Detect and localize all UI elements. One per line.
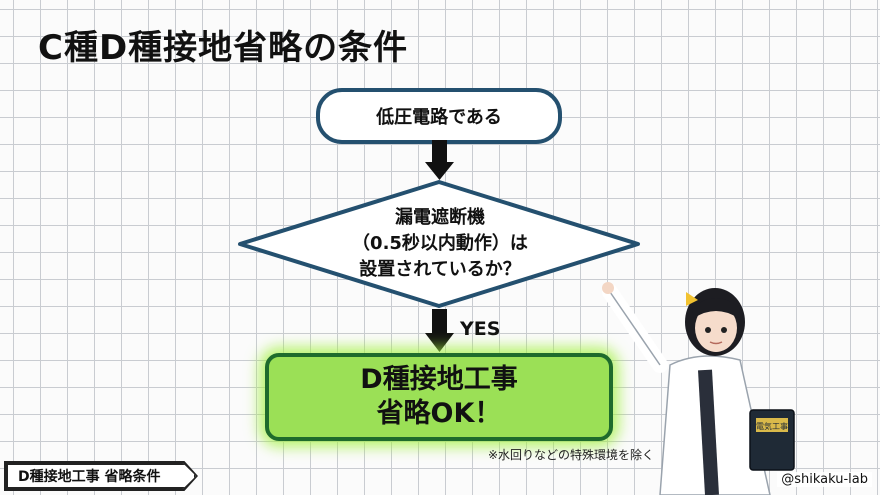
character-hair-ribbon: [686, 292, 698, 306]
result-line-1: D種接地工事: [360, 364, 518, 395]
result-line-2: 省略OK！: [376, 398, 502, 429]
credit-handle: @shikaku-lab: [777, 472, 872, 487]
book-title: 電気工事: [756, 421, 788, 431]
arrow-2-head: [425, 333, 454, 352]
decision-text: 漏電遮断機 （0.5秒以内動作）は 設置されているか？: [320, 205, 560, 283]
character-hand: [602, 282, 614, 294]
character-eye-right: [721, 327, 727, 333]
character-face: [695, 304, 737, 352]
arrow-1-shaft: [432, 140, 447, 164]
arrow-2-shaft: [432, 309, 447, 335]
character-illustration: 電気工事: [602, 282, 795, 495]
flow-start-box: 低圧電路である: [316, 88, 562, 144]
result-box: D種接地工事 省略OK！: [265, 353, 613, 441]
footnote: ※水回りなどの特殊環境を除く: [488, 448, 655, 462]
character-inner-shirt: [698, 369, 719, 495]
page-title: C種D種接地省略の条件: [38, 28, 409, 68]
footer-tag: D種接地工事 省略条件: [6, 463, 196, 489]
decision-diamond: [238, 180, 640, 308]
decision-line-3: 設置されているか？: [359, 259, 521, 280]
yes-label: YES: [460, 318, 501, 340]
character-eye-left: [705, 327, 711, 333]
arrow-1-head: [425, 162, 454, 180]
flow-start-label: 低圧電路である: [376, 107, 502, 128]
footer-tag-label: D種接地工事 省略条件: [18, 469, 161, 485]
decision-line-2: （0.5秒以内動作）は: [352, 233, 528, 254]
decision-line-1: 漏電遮断機: [395, 207, 485, 228]
